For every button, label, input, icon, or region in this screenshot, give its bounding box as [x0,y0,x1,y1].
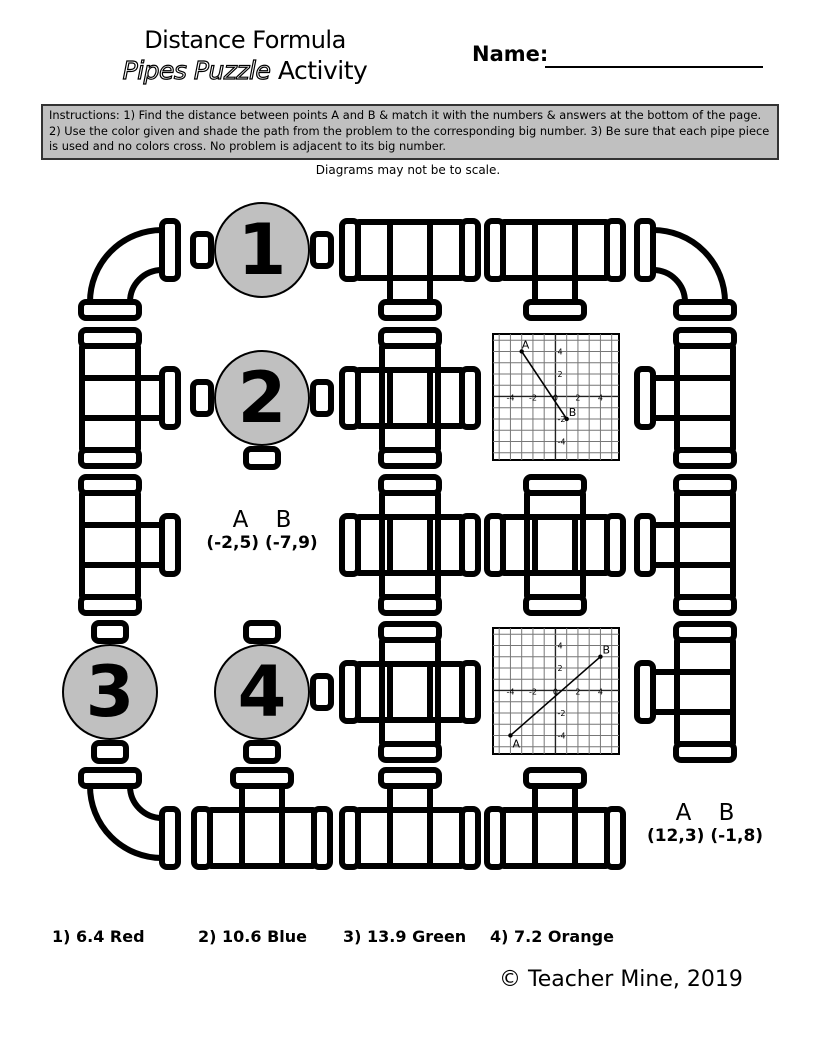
number-circle [214,350,310,446]
point-coordinates: (-2,5) (-7,9) [206,533,318,553]
number-circle [214,202,310,298]
segment-ab [509,656,601,737]
coordinate-pair-problem: A B(-2,5) (-7,9) [202,507,322,553]
name-field-line[interactable] [545,66,763,68]
worksheet-title-line2: Pipes Puzzle Activity [100,55,390,85]
x-tick-label: 2 [575,393,580,402]
y-tick-label: 4 [557,641,562,650]
point-labels: A B [675,800,735,826]
pipe-piece-tee[interactable] [634,327,737,469]
number-circle [214,644,310,740]
y-tick-label: 2 [557,370,562,379]
number-label: 3 [86,651,135,733]
pipe-piece-tee[interactable] [339,767,481,870]
pipe-piece-elbow[interactable] [78,218,181,321]
worksheet-title-line1: Distance Formula [144,26,346,54]
x-tick-label: -2 [529,393,537,402]
number-label: 4 [238,651,287,733]
pipe-piece-tee[interactable] [634,621,737,763]
y-tick-label: 4 [557,347,562,356]
pipe-piece-tee[interactable] [484,218,626,321]
title-plain-word: Activity [277,56,368,85]
point-b [598,654,603,659]
title-outlined-words: Pipes Puzzle [122,55,271,85]
elbow-bend [87,227,165,305]
answer-4: 4) 7.2 Orange [490,927,614,946]
x-tick-label: 4 [598,687,603,696]
name-label: Name: [472,42,549,66]
x-tick-label: 4 [598,393,603,402]
pipe-piece-tee[interactable] [484,767,626,870]
pipe-piece-tee[interactable] [634,474,737,616]
big-number-4[interactable]: 4 [214,620,334,764]
point-a-label: A [512,737,520,750]
pipe-piece-tee[interactable] [78,327,181,469]
x-tick-label: -2 [529,687,537,696]
y-tick-label: -2 [557,709,565,718]
y-tick-label: -4 [557,731,565,740]
elbow-bend [650,227,728,305]
point-labels: A B [232,507,292,533]
pipe-piece-elbow[interactable] [78,767,181,870]
instructions-box: Instructions: 1) Find the distance betwe… [41,104,779,160]
point-b-label: B [569,406,577,419]
x-tick-label: 0 [553,393,558,402]
y-tick-label: -4 [557,437,565,446]
coordinate-graph: -4 -4 -2 -2 0 2 2 4 4A B [492,627,620,755]
pipe-piece-tee[interactable] [78,474,181,616]
x-tick-label: -4 [506,393,514,402]
elbow-bend [87,783,165,861]
pipe-piece-elbow[interactable] [634,218,737,321]
x-tick-label: 2 [575,687,580,696]
x-tick-label: -4 [506,687,514,696]
coordinate-graph: -4 -4 -2 -2 0 2 2 4 4 A B [492,333,620,461]
answer-2: 2) 10.6 Blue [198,927,307,946]
number-label: 2 [238,357,287,439]
point-a-label: A [522,338,530,351]
point-a [508,733,513,738]
big-number-1[interactable]: 1 [190,202,334,298]
pipe-piece-cross[interactable] [339,327,481,469]
number-label: 1 [238,209,287,291]
pipe-piece-cross[interactable] [339,474,481,616]
big-number-3[interactable]: 3 [62,620,158,764]
y-tick-label: 2 [557,664,562,673]
number-circle [62,644,158,740]
point-a [519,349,524,354]
coordinate-pair-problem: A B(12,3) (-1,8) [645,800,765,846]
pipe-piece-tee[interactable] [339,218,481,321]
x-tick-label: 0 [553,687,558,696]
answer-1: 1) 6.4 Red [52,927,145,946]
answer-3: 3) 13.9 Green [343,927,467,946]
pipe-piece-tee[interactable] [191,767,333,870]
big-number-2[interactable]: 2 [190,350,334,470]
point-b-label: B [602,644,610,657]
pipe-piece-cross[interactable] [484,474,626,616]
point-b [564,416,569,422]
y-tick-label: -2 [557,415,565,424]
copyright: © Teacher Mine, 2019 [499,967,743,992]
segment-ab [521,350,568,420]
pipe-piece-cross[interactable] [339,621,481,763]
point-coordinates: (12,3) (-1,8) [646,826,764,846]
scale-note: Diagrams may not be to scale. [315,163,501,177]
